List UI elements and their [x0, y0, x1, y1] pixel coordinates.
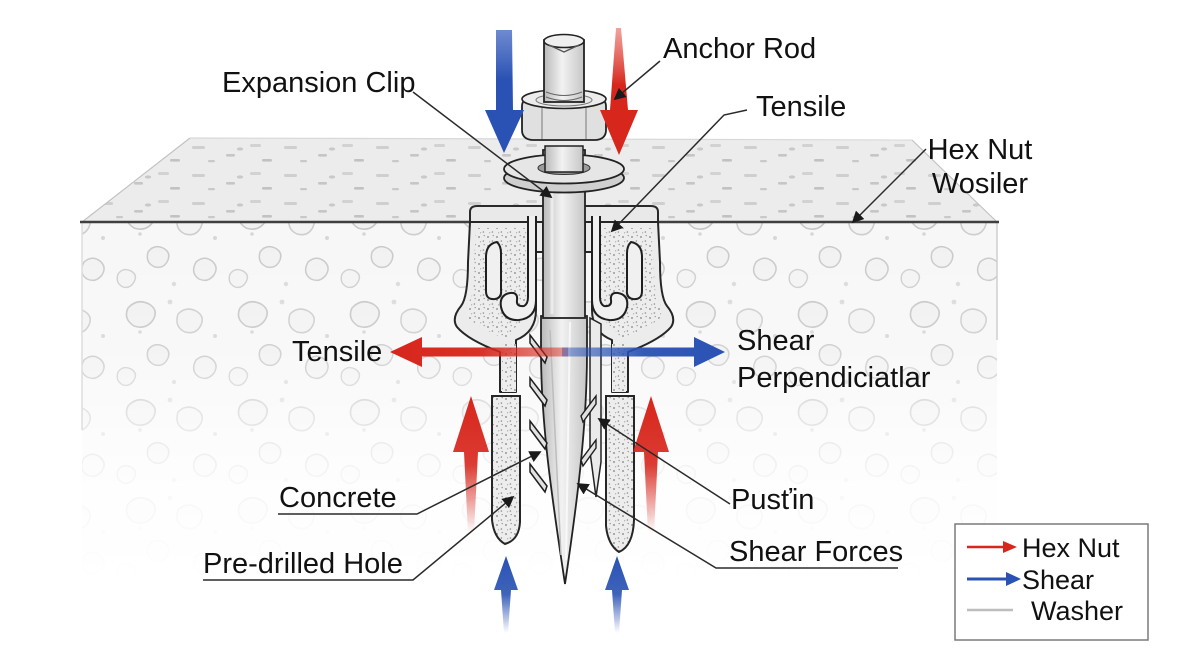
- leader-shear-forces: [576, 483, 898, 569]
- anchor-assembly: [453, 33, 675, 585]
- hole-wall-right: [605, 395, 635, 554]
- expansion-clip-left: [499, 216, 537, 322]
- leader-anchor-rod: [613, 60, 661, 101]
- barb-left-4: [529, 461, 548, 494]
- rod-chamfer: [548, 44, 580, 53]
- label-tensile-mid: Tensile: [292, 336, 382, 368]
- label-shear-line1: Shear: [737, 325, 815, 357]
- leader-lines: [203, 60, 927, 581]
- legend-item-hex-nut: Hex Nut: [967, 533, 1120, 563]
- label-shear-forces: Shear Forces: [729, 536, 903, 568]
- up-arrow-blue-right: [605, 556, 629, 633]
- labels: Expansion Clip Anchor Rod Tensile Hex Nu…: [203, 33, 1032, 580]
- legend-red-arrow-head: [1003, 541, 1017, 553]
- hex-nut-part: [521, 33, 607, 141]
- up-arrow-blue-left: [494, 556, 518, 633]
- expansion-clip-right-outer: [625, 241, 643, 301]
- label-concrete: Concrete: [279, 482, 397, 514]
- down-arrow-blue: [485, 30, 524, 153]
- concrete-right-slope-edge: [911, 139, 998, 223]
- wedge-shade: [549, 329, 562, 556]
- rod-thread-1: [545, 91, 583, 96]
- up-arrow-red-right: [633, 396, 669, 533]
- barb-left-3: [529, 418, 548, 451]
- leader-hex-nut-washer: [851, 148, 927, 224]
- barb-left-2: [529, 375, 548, 408]
- concrete-left-slope-edge: [81, 137, 191, 223]
- up-arrow-red-left: [453, 396, 489, 533]
- anchor-wedge: [529, 315, 602, 585]
- label-pustin: Pusťin: [731, 484, 814, 516]
- legend-box: [954, 523, 1149, 641]
- label-expansion-clip: Expansion Clip: [222, 67, 415, 99]
- rod-through-washer: [544, 145, 584, 173]
- leader-pustin: [597, 418, 731, 505]
- washer-part: [503, 145, 625, 194]
- legend: Hex Nut Shear Washer: [954, 523, 1149, 641]
- leader-concrete: [278, 451, 542, 515]
- tensile-arrow-left-red: [390, 337, 568, 367]
- down-arrow-red: [600, 28, 638, 155]
- label-predrilled-hole: Pre-drilled Hole: [203, 548, 403, 580]
- concrete-fade: [80, 222, 999, 582]
- label-shear-line2: Perpendiciatlar: [737, 362, 931, 394]
- concrete-block: [80, 137, 999, 582]
- legend-label-hex-nut: Hex Nut: [1022, 533, 1120, 563]
- label-tensile-top: Tensile: [756, 91, 846, 123]
- leader-tensile-top: [610, 109, 748, 233]
- rod-top-face: [543, 33, 585, 49]
- label-hex-nut-washer-line2: Wosiler: [932, 168, 1028, 200]
- label-hex-nut-washer-line1: Hex Nut: [928, 134, 1033, 166]
- rod-top: [543, 39, 585, 103]
- label-anchor-rod: Anchor Rod: [663, 33, 816, 65]
- barb-right-1: [580, 393, 597, 424]
- legend-label-shear: Shear: [1022, 565, 1094, 595]
- expansion-clip-left-outer: [485, 241, 503, 301]
- legend-label-washer: Washer: [1031, 596, 1123, 626]
- barb-right-2: [580, 437, 597, 468]
- wedge-highlight: [565, 321, 571, 561]
- legend-item-shear: Shear: [967, 565, 1094, 595]
- expansion-clip-right: [591, 216, 629, 322]
- hole-wall-left: [491, 395, 521, 546]
- leader-expansion-clip: [412, 91, 553, 199]
- leader-predrilled-hole: [203, 495, 515, 581]
- legend-item-washer: Washer: [967, 596, 1123, 626]
- rod-thread-2: [545, 96, 583, 101]
- legend-blue-arrow-head: [1006, 572, 1021, 586]
- shear-arrow-right-blue: [562, 337, 725, 367]
